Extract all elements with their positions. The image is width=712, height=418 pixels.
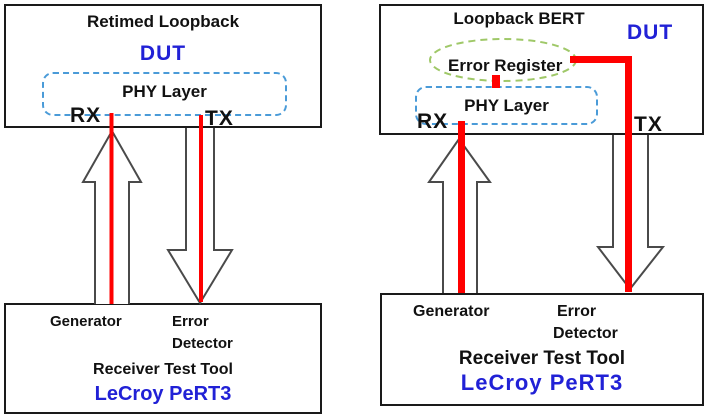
left-rx-label: RX — [70, 104, 102, 127]
right-phy-layer-label: PHY Layer — [464, 96, 549, 115]
left-down-arrow — [166, 128, 234, 305]
right-receiver-test-tool-label: Receiver Test Tool — [458, 348, 626, 369]
left-generator-label: Generator — [50, 313, 122, 330]
right-error-detector-label-line1: Error — [557, 303, 597, 320]
left-error-detector-label-line1: Error — [172, 313, 209, 330]
left-phy-layer-box — [42, 72, 287, 116]
left-receiver-test-tool-label: Receiver Test Tool — [93, 361, 233, 378]
left-dut-box — [4, 4, 322, 128]
error-register-label: Error Register — [448, 56, 563, 75]
right-up-arrow — [427, 137, 492, 293]
left-phy-layer-label: PHY Layer — [122, 82, 207, 101]
right-dut-box-title: Loopback BERT — [453, 9, 585, 28]
left-lecroy-pert3-label: LeCroy PeRT3 — [94, 383, 232, 405]
right-dut-label: DUT — [627, 21, 674, 44]
left-error-detector-label-line2: Detector — [172, 335, 233, 352]
right-down-arrow — [595, 135, 666, 291]
left-tx-label: TX — [205, 107, 234, 130]
left-up-arrow — [81, 128, 143, 304]
left-dut-box-title: Retimed Loopback — [86, 12, 240, 31]
right-rx-label: RX — [417, 110, 449, 133]
right-tx-label: TX — [634, 113, 663, 136]
left-tester-box — [4, 303, 322, 414]
right-tester-box — [380, 293, 704, 406]
right-generator-label: Generator — [413, 303, 490, 320]
right-error-detector-label-line2: Detector — [553, 325, 618, 342]
right-lecroy-pert3-label: LeCroy PeRT3 — [460, 370, 624, 395]
left-dut-label: DUT — [139, 42, 187, 65]
